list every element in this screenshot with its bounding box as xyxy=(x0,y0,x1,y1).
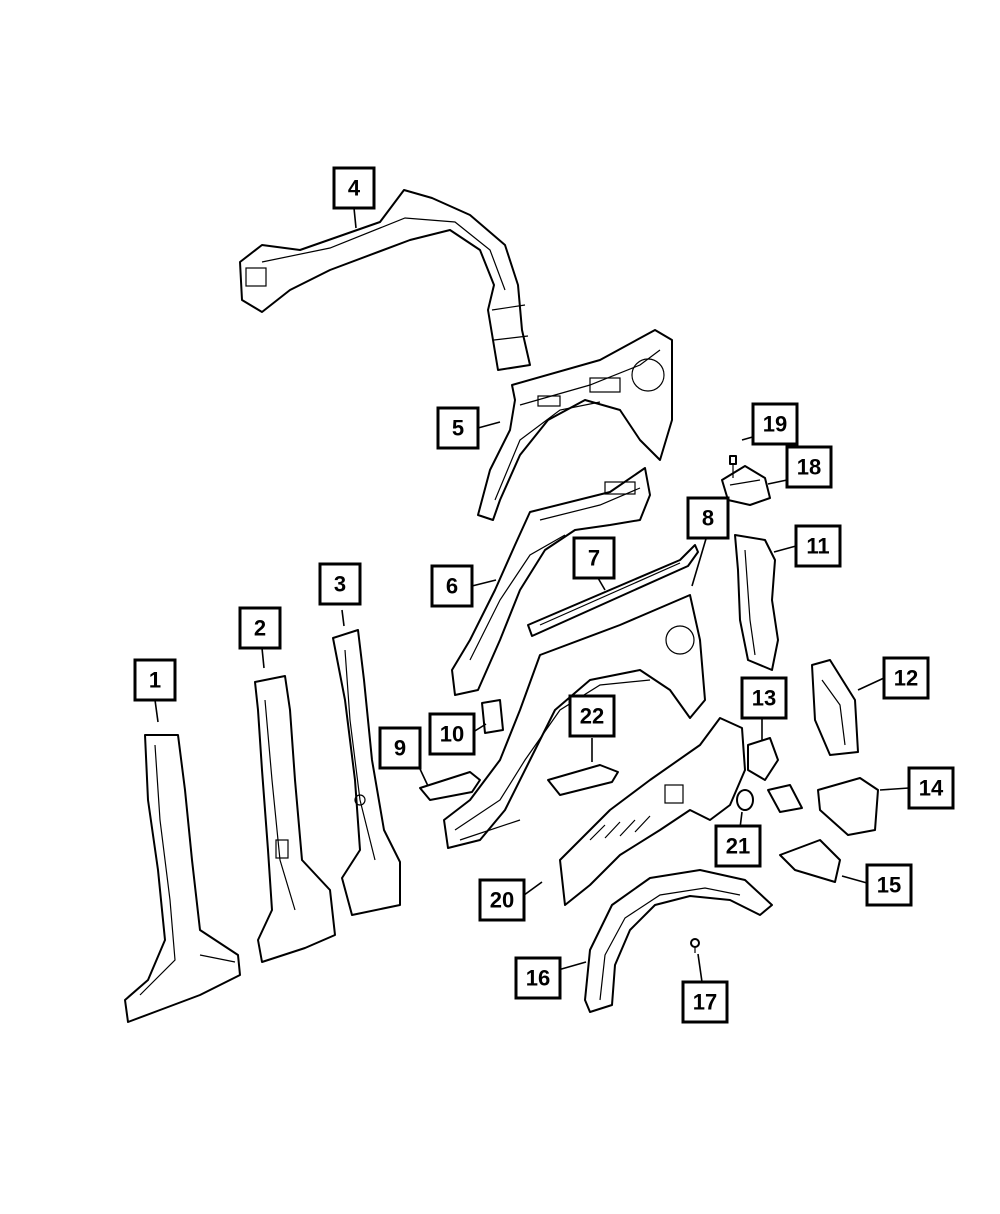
part-17-fastener xyxy=(690,938,700,953)
callout-9[interactable]: 9 xyxy=(378,726,422,770)
callout-17[interactable]: 17 xyxy=(681,980,729,1024)
callout-16[interactable]: 16 xyxy=(514,956,562,1000)
part-16-liner xyxy=(584,869,773,1013)
part-20-inner-wheelhouse xyxy=(559,717,746,906)
callout-20[interactable]: 20 xyxy=(478,878,526,922)
callout-3[interactable]: 3 xyxy=(318,562,362,606)
callout-4-label: 4 xyxy=(348,176,361,201)
part-8-quarter-outer xyxy=(443,594,706,849)
callout-20-label: 20 xyxy=(490,888,514,913)
part-21-cap xyxy=(736,789,754,811)
part-3-c-pillar xyxy=(332,629,401,916)
callout-4[interactable]: 4 xyxy=(332,166,376,210)
callout-8-label: 8 xyxy=(702,506,714,531)
callout-1-label: 1 xyxy=(149,668,161,693)
callout-2[interactable]: 2 xyxy=(238,606,282,650)
callout-15[interactable]: 15 xyxy=(865,863,913,907)
part-10-bracket xyxy=(481,699,504,734)
callout-16-label: 16 xyxy=(526,966,550,991)
callout-22-label: 22 xyxy=(580,704,604,729)
part-13-bracket xyxy=(747,737,779,781)
callout-14[interactable]: 14 xyxy=(907,766,955,810)
part-13-clip xyxy=(767,784,803,813)
callout-17-label: 17 xyxy=(693,990,717,1015)
part-15-bracket xyxy=(779,839,841,883)
callout-5-label: 5 xyxy=(452,416,464,441)
part-14-cover xyxy=(817,777,879,836)
callout-6-label: 6 xyxy=(446,574,458,599)
callout-12[interactable]: 12 xyxy=(882,656,930,700)
part-drawings xyxy=(124,189,879,1023)
callout-18[interactable]: 18 xyxy=(785,445,833,489)
part-11-d-pillar-inner xyxy=(734,534,779,671)
callout-14-label: 14 xyxy=(919,776,944,801)
callout-7[interactable]: 7 xyxy=(572,536,616,580)
callout-21[interactable]: 21 xyxy=(714,824,762,868)
callout-9-label: 9 xyxy=(394,736,406,761)
callout-13[interactable]: 13 xyxy=(740,676,788,720)
part-5-quarter-inner-upper xyxy=(477,329,673,521)
part-12-panel xyxy=(811,659,859,756)
part-6-wheelhouse-arch xyxy=(451,467,651,696)
callout-11[interactable]: 11 xyxy=(794,524,842,568)
callout-11-label: 11 xyxy=(806,534,829,559)
callout-12-label: 12 xyxy=(894,666,918,691)
callout-19[interactable]: 19 xyxy=(751,402,799,446)
part-7-rail xyxy=(527,544,699,637)
callout-10-label: 10 xyxy=(440,722,464,747)
callout-10[interactable]: 10 xyxy=(428,712,476,756)
part-1-a-pillar xyxy=(124,734,241,1023)
callout-19-label: 19 xyxy=(763,412,787,437)
callout-18-label: 18 xyxy=(797,455,821,480)
callout-5[interactable]: 5 xyxy=(436,406,480,450)
callout-8[interactable]: 8 xyxy=(686,496,730,540)
callout-2-label: 2 xyxy=(254,616,266,641)
callout-7-label: 7 xyxy=(588,546,600,571)
part-22-bracket xyxy=(547,764,619,796)
callout-3-label: 3 xyxy=(334,572,346,597)
part-19-bolt xyxy=(729,455,737,478)
part-2-b-pillar xyxy=(254,675,336,963)
part-9-bracket xyxy=(419,771,481,801)
callout-15-label: 15 xyxy=(877,873,901,898)
part-4-roof-rail xyxy=(239,189,531,371)
callout-22[interactable]: 22 xyxy=(568,694,616,738)
callout-6[interactable]: 6 xyxy=(430,564,474,608)
callout-21-label: 21 xyxy=(726,834,750,859)
callout-13-label: 13 xyxy=(752,686,776,711)
callout-1[interactable]: 1 xyxy=(133,658,177,702)
